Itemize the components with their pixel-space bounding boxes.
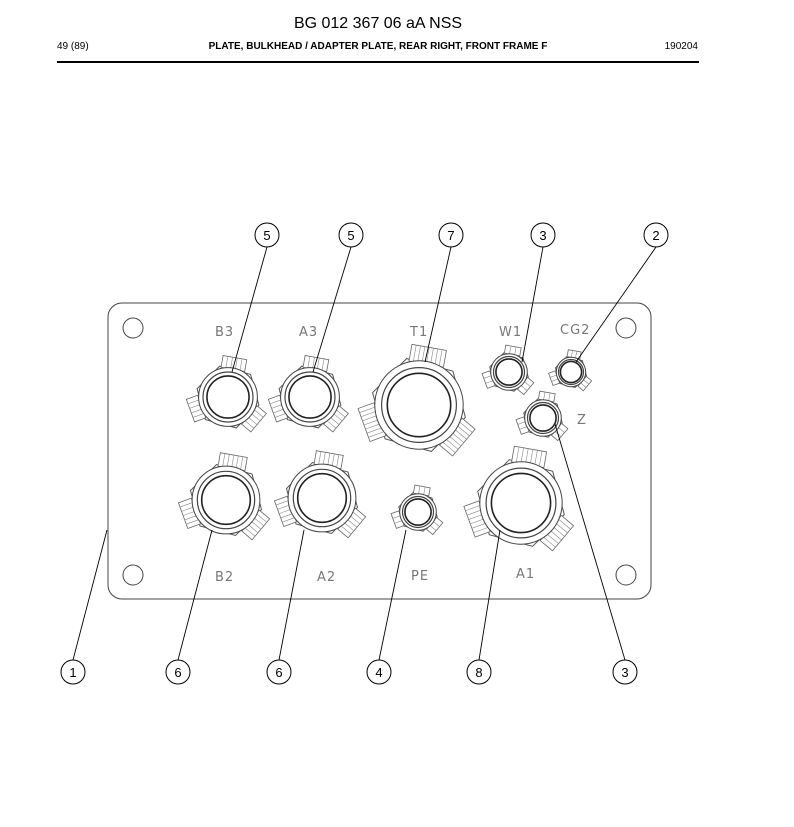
plate-label-b2: B2	[215, 570, 234, 585]
callout-w1: 3	[530, 222, 556, 248]
cable-gland-z	[515, 390, 569, 442]
svg-text:4: 4	[375, 665, 382, 680]
leader-line	[575, 246, 657, 363]
svg-text:3: 3	[539, 228, 546, 243]
callout-a1: 8	[466, 659, 492, 685]
leader-line	[72, 529, 108, 661]
svg-text:1: 1	[69, 665, 76, 680]
cable-gland-a1	[463, 445, 575, 552]
svg-text:3: 3	[621, 665, 628, 680]
cable-gland-cg2	[548, 349, 593, 392]
mounting-hole	[615, 317, 637, 339]
callout-pe: 4	[366, 659, 392, 685]
cable-gland-a2	[273, 450, 367, 539]
leader-line	[231, 246, 268, 373]
callout-cg2: 2	[643, 222, 669, 248]
callout-plate: 1	[60, 659, 86, 685]
callout-a2: 6	[266, 659, 292, 685]
mounting-hole	[122, 317, 144, 339]
adapter-plate	[107, 302, 652, 600]
page-number: 49 (89)	[57, 41, 89, 52]
leader-line	[312, 246, 352, 373]
cable-gland-pe	[390, 484, 444, 536]
document-number: BG 012 367 06 aA NSS	[293, 15, 463, 32]
plate-label-a1: A1	[516, 567, 535, 582]
leader-line	[278, 529, 305, 661]
callout-a3: 5	[338, 222, 364, 248]
callout-b3: 5	[254, 222, 280, 248]
callout-z: 3	[612, 659, 638, 685]
cable-gland-t1	[357, 343, 476, 457]
leader-line	[424, 246, 452, 363]
plate-label-w1: W1	[499, 325, 522, 340]
plate-label-cg2: CG2	[560, 323, 590, 338]
cable-gland-b2	[177, 452, 271, 541]
cable-gland-w1	[481, 344, 535, 396]
document-date: 190204	[664, 41, 698, 52]
cable-gland-b3	[185, 355, 267, 433]
plate-label-z: Z	[577, 413, 587, 428]
header-rule	[57, 61, 699, 63]
leader-line	[478, 529, 501, 661]
svg-text:5: 5	[347, 228, 354, 243]
plate-label-a2: A2	[317, 570, 336, 585]
leader-line	[554, 423, 626, 661]
part-title: PLATE, BULKHEAD / ADAPTER PLATE, REAR RI…	[208, 41, 548, 52]
leader-line	[378, 529, 407, 661]
mounting-hole	[122, 564, 144, 586]
svg-text:6: 6	[275, 665, 282, 680]
plate-label-pe: PE	[411, 569, 429, 584]
cable-gland-a3	[267, 355, 349, 433]
svg-text:7: 7	[447, 228, 454, 243]
plate-label-a3: A3	[299, 325, 318, 340]
mounting-hole	[615, 564, 637, 586]
svg-text:6: 6	[174, 665, 181, 680]
plate-label-b3: B3	[215, 325, 234, 340]
callout-b2: 6	[165, 659, 191, 685]
svg-text:8: 8	[475, 665, 482, 680]
svg-text:2: 2	[652, 228, 659, 243]
svg-text:5: 5	[263, 228, 270, 243]
leader-line	[521, 246, 544, 363]
callout-t1: 7	[438, 222, 464, 248]
leader-line	[177, 529, 213, 661]
plate-label-t1: T1	[409, 325, 428, 340]
